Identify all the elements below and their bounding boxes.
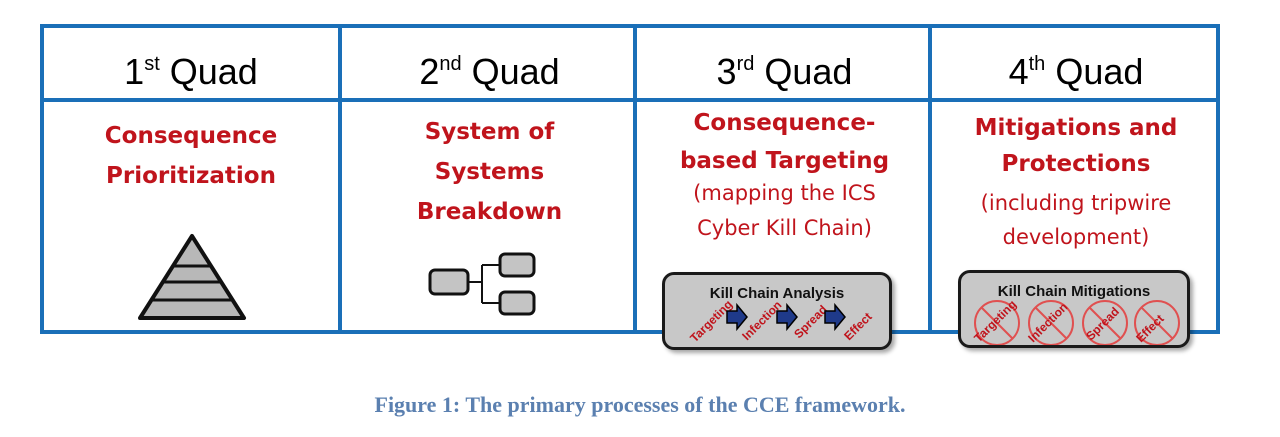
mitigation-step-spread: Spread <box>1083 304 1122 343</box>
pyramid-icon <box>138 234 246 320</box>
kill-chain-step-effect: Effect <box>841 310 874 343</box>
quad-2-column: 2nd Quad System of Systems Breakdown <box>338 28 637 330</box>
arrow-icon <box>726 302 748 332</box>
mitigations-steps: Targeting Infection Spread Effect <box>971 297 1180 345</box>
quad-1-header: 1st Quad <box>124 51 258 92</box>
figure-caption: Figure 1: The primary processes of the C… <box>374 392 906 417</box>
kill-chain-title: Kill Chain Analysis <box>709 285 845 302</box>
prohibited-icon <box>1028 300 1074 345</box>
hierarchy-icon <box>428 252 536 316</box>
quad-4-subtitle: (including tripwire development) <box>980 191 1172 249</box>
arrow-icon <box>776 302 798 332</box>
quad-3-header: 3rd Quad <box>716 51 853 92</box>
quad-1-column: 1st Quad Consequence Prioritization <box>44 28 338 330</box>
prohibited-icon <box>974 300 1020 345</box>
mitigations-panel: Kill Chain Mitigations Targeting Infecti… <box>958 270 1190 348</box>
kill-chain-steps: Targeting Infection Spread Effect <box>687 297 874 345</box>
kill-chain-step-spread: Spread <box>791 302 830 341</box>
quad-3-title: Consequence- based Targeting <box>679 110 890 174</box>
prohibited-icon <box>1134 300 1180 345</box>
quad-3-subtitle: (mapping the ICS Cyber Kill Chain) <box>693 181 876 240</box>
header-divider <box>44 98 1216 102</box>
quad-2-title: System of Systems Breakdown <box>416 119 563 225</box>
quad-4-column: 4th Quad Mitigations and Protections (in… <box>928 28 1220 330</box>
mitigation-step-infection: Infection <box>1025 300 1070 345</box>
cce-quad-table: 1st Quad Consequence Prioritization 2nd … <box>40 24 1220 334</box>
quad-2-header: 2nd Quad <box>419 51 560 92</box>
quad-4-title: Mitigations and Protections <box>974 115 1178 177</box>
mitigations-title: Kill Chain Mitigations <box>997 283 1151 300</box>
arrow-icon <box>824 302 846 332</box>
prohibited-icon <box>1082 300 1128 345</box>
quad-3-column: 3rd Quad Consequence- based Targeting (m… <box>633 28 932 330</box>
quad-4-header: 4th Quad <box>1008 51 1144 92</box>
kill-chain-panel: Kill Chain Analysis Targeting Infection … <box>662 272 892 350</box>
quad-1-title: Consequence Prioritization <box>104 123 278 189</box>
